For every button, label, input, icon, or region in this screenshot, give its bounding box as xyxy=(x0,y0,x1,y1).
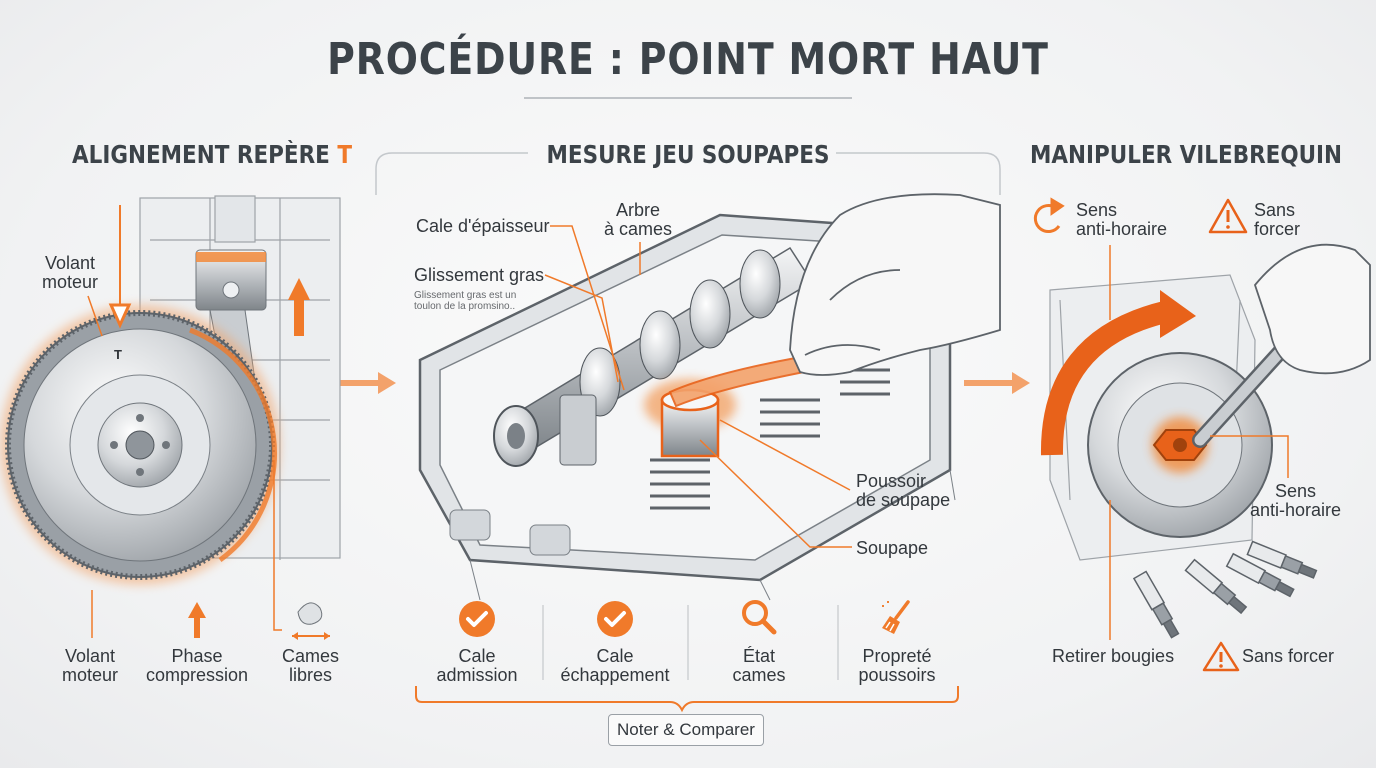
checklist-dividers xyxy=(542,605,839,680)
checklist-item-tappets: Propreté poussoirs xyxy=(858,646,936,685)
rotate-ccw-icon xyxy=(1033,197,1065,233)
flywheel xyxy=(0,305,280,585)
checklist-item-exhaust: Cale échappement xyxy=(560,646,670,685)
compare-badge: Noter & Comparer xyxy=(608,714,764,746)
checklist-item-intake: Cale admission xyxy=(436,646,518,685)
middle-leaders xyxy=(544,225,852,548)
right-heading: MANIPULER VILEBREQUIN xyxy=(1030,140,1343,169)
crank-direction-label: Sens anti-horaire xyxy=(1250,481,1342,520)
search-icon xyxy=(740,598,778,641)
page-title: PROCÉDURE : POINT MORT HAUT xyxy=(327,34,1049,85)
no-force-label: Sans forcer xyxy=(1242,646,1335,666)
check-icon xyxy=(458,600,496,643)
middle-frame xyxy=(375,152,1001,195)
title-underline xyxy=(524,97,852,99)
valve-springs xyxy=(650,368,890,510)
left-leaders xyxy=(87,295,282,638)
feeler-gauge-label: Cale d'épaisseur xyxy=(416,216,550,236)
middle-heading: MESURE JEU SOUPAPES xyxy=(546,140,830,169)
slide-note: Glissement gras est un toulon de la prom… xyxy=(414,290,517,312)
t-mark-letter: T xyxy=(114,347,122,362)
remove-plugs-label: Retirer bougies xyxy=(1052,646,1175,666)
warning-icon-bottom xyxy=(1202,641,1240,672)
flywheel-label-bottom: Volant moteur xyxy=(62,646,119,685)
hand-sketch xyxy=(789,193,1001,376)
rotation-arrow xyxy=(1040,290,1196,456)
phase-up-arrow xyxy=(188,602,206,638)
right-leaders xyxy=(1109,245,1289,640)
camshaft-label: Arbre à cames xyxy=(604,200,673,239)
warning-icon xyxy=(1208,198,1248,234)
wrench-hand xyxy=(1192,243,1371,448)
checklist-brace xyxy=(415,686,959,713)
left-heading-text: ALIGNEMENT REPÈRE xyxy=(72,140,330,169)
spark-plugs xyxy=(1132,540,1318,639)
piston-up-arrow xyxy=(288,278,310,336)
tappet-label: Poussoir de soupape xyxy=(856,471,951,510)
left-heading: ALIGNEMENT REPÈRE T xyxy=(72,140,352,169)
no-force-tip: Sans forcer xyxy=(1254,200,1301,239)
t-mark-pointer xyxy=(108,205,132,329)
rotate-direction-tip: Sens anti-horaire xyxy=(1076,200,1168,239)
check-icon xyxy=(596,600,634,643)
free-cams-label: Cames libres xyxy=(282,646,340,685)
cam-icon xyxy=(292,602,330,640)
left-heading-accent: T xyxy=(337,140,352,169)
checklist-item-cams: État cames xyxy=(732,646,786,685)
camshaft xyxy=(493,246,814,467)
flywheel-label-top: Volant moteur xyxy=(42,253,99,292)
flow-arrow-1 xyxy=(330,372,396,394)
broom-icon xyxy=(878,598,916,641)
slide-label: Glissement gras xyxy=(414,265,545,285)
flow-arrow-2 xyxy=(964,372,1030,394)
valve-label: Soupape xyxy=(856,538,929,558)
compression-phase-label: Phase compression xyxy=(146,646,249,685)
